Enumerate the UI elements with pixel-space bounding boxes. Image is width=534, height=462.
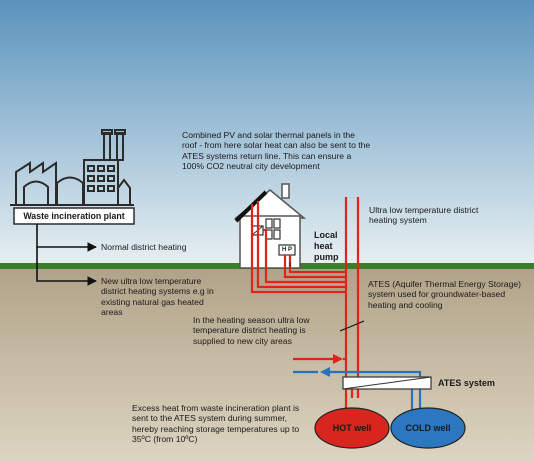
plant-arrows <box>36 224 97 286</box>
excess-heat-label: Excess heat from waste incineration plan… <box>132 403 300 445</box>
blue-arrowhead <box>320 367 330 377</box>
hot-pipes <box>250 197 360 416</box>
plant-label-box <box>13 207 135 225</box>
hp-badge: H P <box>281 247 292 253</box>
ates-system-label: ATES system <box>438 378 495 388</box>
cold-well-label: COLD well <box>405 423 451 433</box>
house-icon <box>233 183 307 269</box>
normal-heating-label: Normal district heating <box>101 242 187 252</box>
heating-season-label: In the heating season ultra low temperat… <box>193 315 310 346</box>
cold-well <box>390 407 466 449</box>
hot-well <box>314 407 390 449</box>
heat-pump-box <box>278 244 296 256</box>
red-arrowhead <box>333 354 343 364</box>
plant-name: Waste incineration plant <box>23 211 125 221</box>
hot-well-label: HOT well <box>332 423 372 433</box>
new-ultra-low-label: New ultra low temperature district heati… <box>101 276 214 318</box>
pv-panels-label: Combined PV and solar thermal panels in … <box>182 130 371 172</box>
ultra-low-system-label: Ultra low temperature district heating s… <box>369 205 479 226</box>
ates-description-label: ATES (Aquifer Thermal Energy Storage) sy… <box>368 279 522 310</box>
local-heat-pump-label: Local heat pump <box>314 230 339 262</box>
incineration-plant-icon <box>10 129 134 206</box>
riser-tick <box>339 320 365 332</box>
